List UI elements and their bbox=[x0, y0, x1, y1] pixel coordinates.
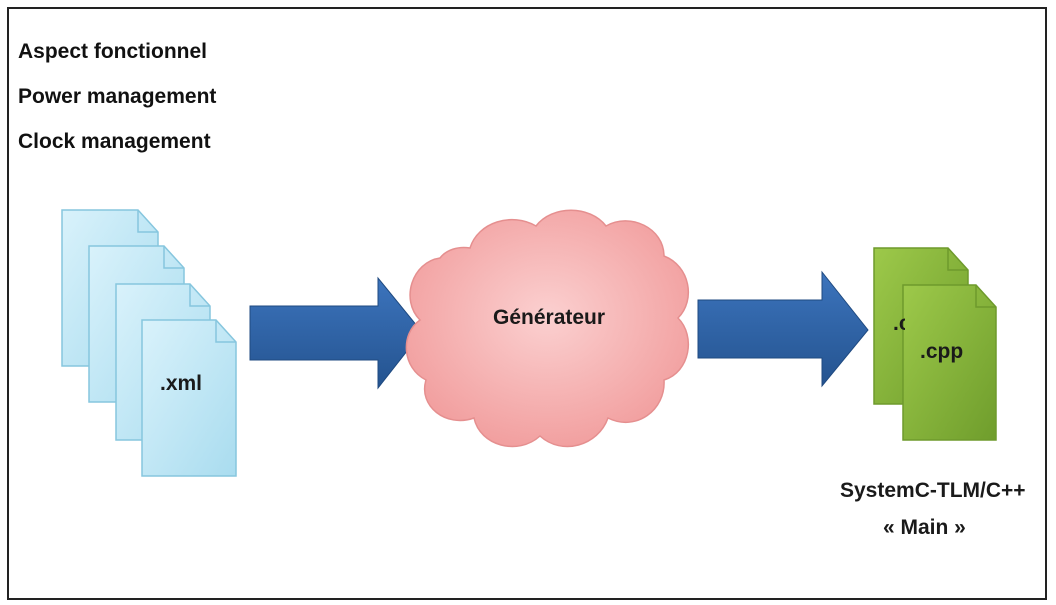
output-caption-line1: SystemC-TLM/C++ bbox=[840, 479, 1026, 502]
xml-document-stack bbox=[61, 209, 237, 477]
output-caption-line2: « Main » bbox=[883, 516, 966, 539]
arrow-to-generator bbox=[249, 276, 423, 390]
cpp-document-front bbox=[902, 284, 997, 441]
xml-file-label: .xml bbox=[160, 372, 203, 395]
arrow-to-output bbox=[697, 270, 869, 388]
aspect-item-power: Power management bbox=[18, 85, 217, 108]
aspect-list: Aspect fonctionnel Power management Cloc… bbox=[18, 40, 216, 175]
aspect-item-functional: Aspect fonctionnel bbox=[18, 40, 208, 63]
aspect-item-clock: Clock management bbox=[18, 130, 211, 153]
cpp-file-label: .cpp bbox=[920, 340, 964, 363]
generator-cloud bbox=[405, 209, 690, 448]
cpp-document-stack bbox=[873, 247, 997, 441]
generator-label: Générateur bbox=[493, 306, 606, 329]
cpp-back-file-label: .c bbox=[893, 312, 905, 335]
xml-document-4 bbox=[141, 319, 237, 477]
